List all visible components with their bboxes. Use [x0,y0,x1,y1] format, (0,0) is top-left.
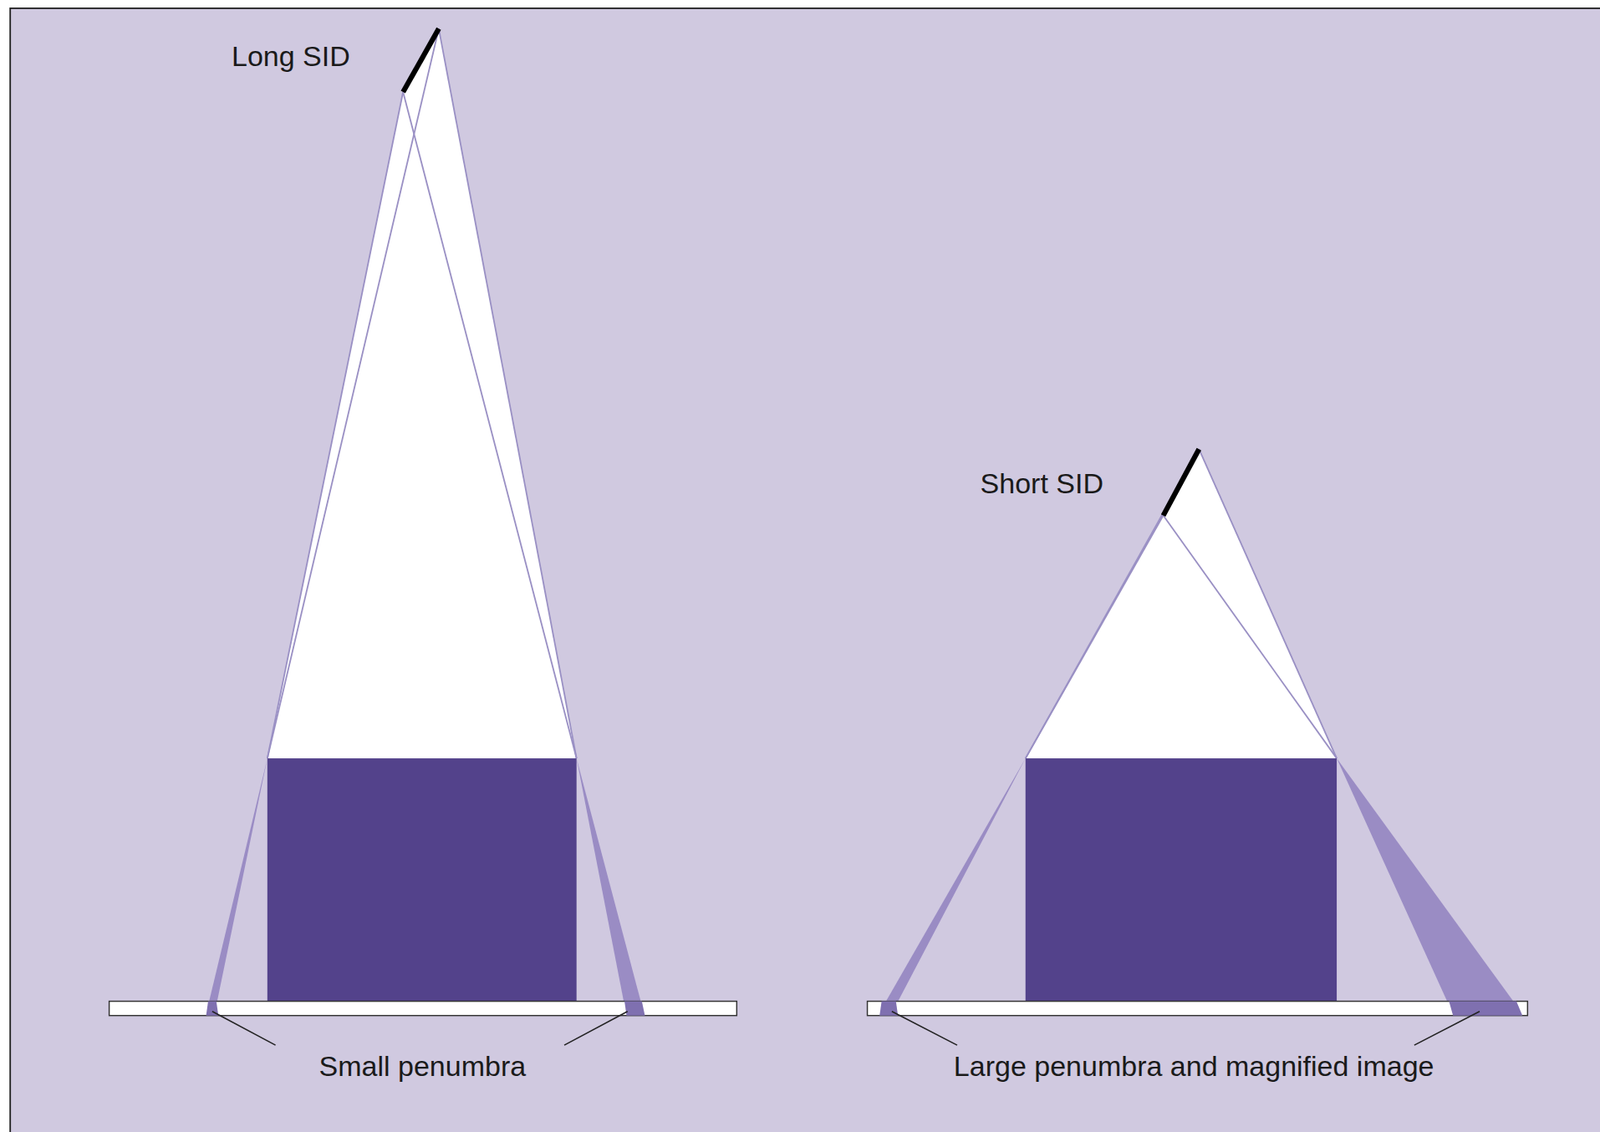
penumbra [1336,758,1517,1005]
ray-line [267,28,439,759]
ray-line [1163,515,1338,760]
penumbra [624,1001,645,1016]
leader-line [891,1011,958,1045]
ray-line [438,28,577,759]
ray-line [267,91,403,759]
leader-line [564,1011,628,1045]
distance-label: Long SID [231,41,351,73]
object-block [267,758,577,1004]
penumbra [576,758,643,1005]
object-block [1025,758,1337,1004]
focal-spot [402,28,439,92]
penumbra-label: Large penumbra and magnified image [953,1050,1435,1082]
distance-label: Short SID [980,468,1104,500]
image-receptor [867,1001,1529,1016]
beam-region [267,28,577,759]
penumbra [883,758,1026,1005]
focal-spot [1163,448,1200,515]
image-receptor [109,1001,738,1016]
penumbra-label: Small penumbra [319,1050,527,1082]
ray-line [402,91,577,759]
leader-line [1414,1011,1480,1045]
leader-line [212,1011,276,1045]
background-panel [10,8,1600,1132]
penumbra [1448,1001,1523,1016]
ray-line [1198,448,1337,759]
penumbra [208,758,268,1005]
